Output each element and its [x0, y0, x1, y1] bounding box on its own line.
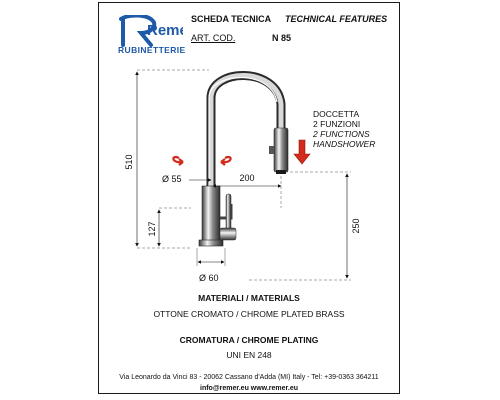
spout-arc-shadow: [206, 71, 286, 186]
callout-line-3: 2 FUNCTIONS: [313, 129, 370, 139]
technical-sheet: Remer RUBINETTERIE SCHEDA TECNICA TECHNI…: [98, 2, 400, 394]
callout-line-1: DOCCETTA: [313, 109, 360, 119]
handshower-arrow-icon: [293, 139, 311, 165]
plating-title: CROMATURA / CHROME PLATING: [179, 335, 319, 345]
materials-title: MATERIALI / MATERIALS: [198, 293, 300, 303]
spout-arc: [208, 73, 284, 186]
dim-250-label: 250: [351, 218, 361, 233]
logo-subtitle: RUBINETTERIE: [118, 45, 186, 55]
faucet-drawing: 510 127 Ø 55 200 250: [124, 69, 361, 283]
dim-200-label: 200: [239, 173, 254, 183]
faucet-base: [198, 239, 224, 247]
logo-text: Remer: [147, 22, 183, 39]
callout-line-4: HANDSHOWER: [313, 139, 376, 149]
dim-d55-label: Ø 55: [162, 174, 182, 184]
scheda-tecnica-label: SCHEDA TECNICA: [191, 14, 272, 24]
plating-value: UNI EN 248: [226, 350, 272, 360]
callout-line-2: 2 FUNZIONI: [313, 119, 361, 129]
remer-logo: Remer: [119, 15, 183, 47]
technical-features-label: TECHNICAL FEATURES: [285, 14, 388, 24]
dim-510-label: 510: [124, 154, 134, 169]
spout-highlight: [208, 76, 278, 186]
footer-address: Via Leonardo da Vinci 83 - 20062 Cassano…: [119, 374, 379, 381]
art-code-value: N 85: [272, 33, 292, 43]
faucet-body: [201, 185, 221, 243]
handshower-head: [273, 127, 289, 173]
rotation-arrow-left-icon: [172, 156, 184, 166]
handshower-button: [269, 146, 274, 154]
handshower-callout: DOCCETTA 2 FUNZIONI 2 FUNCTIONS HANDSHOW…: [313, 109, 375, 149]
art-code-label: ART. COD.: [191, 33, 236, 43]
dim-d60-label: Ø 60: [199, 273, 219, 283]
footer-contacts: info@remer.eu www.remer.eu: [200, 385, 298, 392]
lever-handle: [225, 193, 232, 231]
lever-knob: [219, 227, 237, 241]
rotation-arrow-right-icon: [220, 156, 232, 166]
materials-value: OTTONE CROMATO / CHROME PLATED BRASS: [153, 309, 345, 319]
handshower-nozzle: [276, 170, 286, 174]
dim-127-label: 127: [147, 221, 157, 236]
